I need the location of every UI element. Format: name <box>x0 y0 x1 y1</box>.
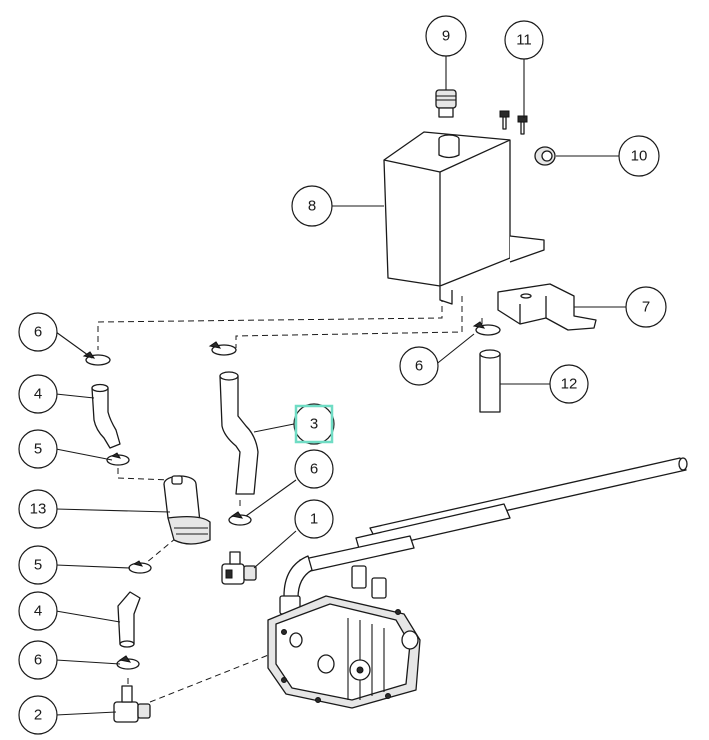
bolts-part-11 <box>499 110 528 135</box>
callout-10: 10 <box>618 135 660 177</box>
callout-13: 13 <box>18 489 58 529</box>
callout-6-left: 6 <box>18 312 58 352</box>
callout-2-label: 2 <box>34 707 42 724</box>
callout-6-right-label: 6 <box>415 358 423 375</box>
callout-2: 2 <box>18 695 58 735</box>
callout-3: 3 <box>293 403 335 445</box>
callout-5-lower-label: 5 <box>34 557 42 574</box>
callout-3-label: 3 <box>310 416 318 433</box>
callout-6-left-label: 6 <box>34 324 42 341</box>
callout-10-label: 10 <box>631 148 648 165</box>
clamp-part-5-lower <box>128 560 152 574</box>
spacer-tube-part-12 <box>479 349 501 413</box>
callout-6-mid: 6 <box>294 449 334 489</box>
callout-11-label: 11 <box>516 32 532 49</box>
tank-part-8 <box>383 131 545 305</box>
elbow-fitting-part-2 <box>113 685 151 723</box>
callout-8: 8 <box>291 185 333 227</box>
callout-6-mid-label: 6 <box>310 461 318 478</box>
callout-1: 1 <box>294 499 334 539</box>
callout-1-label: 1 <box>310 511 318 528</box>
callout-4-upper: 4 <box>18 374 58 414</box>
hose-part-4-upper <box>91 383 121 449</box>
clamp-part-6-mid <box>228 511 252 526</box>
callout-8-label: 8 <box>308 198 316 215</box>
assembly-lines <box>97 296 483 703</box>
cap-part-9 <box>435 89 457 118</box>
callout-5-lower: 5 <box>18 545 58 585</box>
callout-12: 12 <box>549 364 589 404</box>
clamp-part-6-lower <box>116 655 140 670</box>
callout-13-label: 13 <box>30 501 47 518</box>
callout-4-lower-label: 4 <box>34 603 42 620</box>
callout-5-upper: 5 <box>18 429 58 469</box>
plug-part-10 <box>534 146 556 166</box>
hose-part-3 <box>219 371 259 495</box>
elbow-fitting-part-1 <box>221 551 257 585</box>
leader-lines <box>55 56 626 716</box>
hose-part-4-lower <box>117 591 141 648</box>
clamp-part-6-upper <box>208 341 237 356</box>
callout-6-lower-label: 6 <box>34 652 42 669</box>
callout-3-highlight <box>294 404 334 444</box>
filter-part-13 <box>163 475 211 545</box>
bracket-part-7 <box>497 283 597 331</box>
callout-6-right: 6 <box>399 346 439 386</box>
clamp-part-6-right <box>472 321 501 336</box>
callout-7-label: 7 <box>642 299 650 316</box>
pump-assembly <box>267 457 688 709</box>
callout-5-upper-label: 5 <box>34 441 42 458</box>
callout-9: 9 <box>425 15 467 57</box>
callout-9-label: 9 <box>442 28 450 45</box>
clamp-part-6-left <box>82 351 111 366</box>
callout-11: 11 <box>504 20 544 60</box>
clamp-part-5-upper <box>106 452 130 466</box>
callout-4-upper-label: 4 <box>34 386 42 403</box>
callout-6-lower: 6 <box>18 640 58 680</box>
callout-4-lower: 4 <box>18 591 58 631</box>
callout-12-label: 12 <box>561 376 578 393</box>
callout-7: 7 <box>625 286 667 328</box>
